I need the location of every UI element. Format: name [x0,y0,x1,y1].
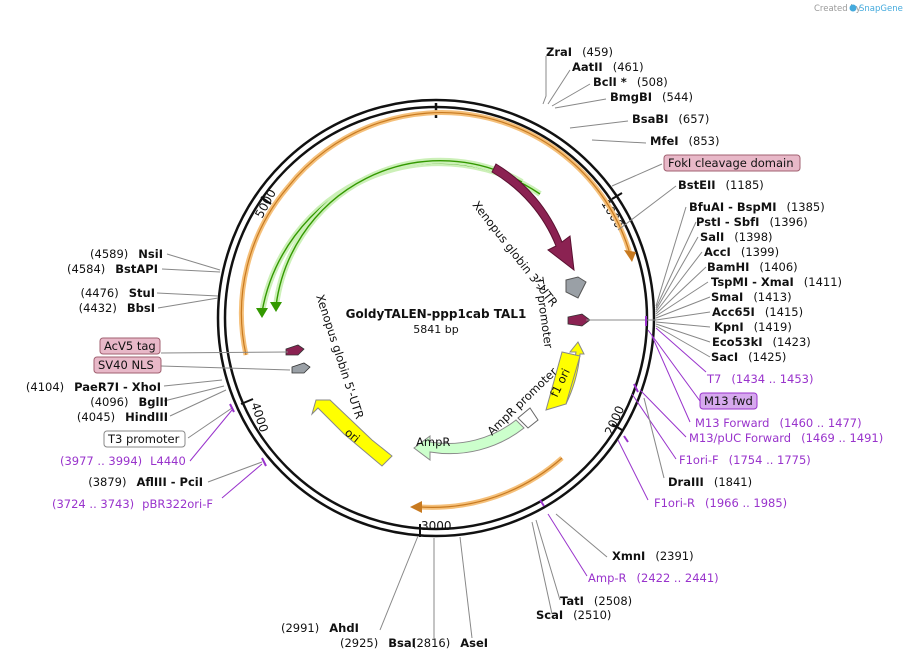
sv40-nls-feature [291,362,311,374]
tick-2000 [611,423,623,431]
sites-right: ZraI(459)AatII(461)BclI *(508)BmgBI(544)… [281,45,842,650]
cds-arc-top-line [287,111,631,255]
leader-lines-left [156,253,291,483]
site-label-left: (4104)PaeR7I - XhoI [26,380,161,394]
primer-pbr322ori-f: (3724 .. 3743)pBR322ori-F [52,497,213,511]
site-label-right: ScaI(2510) [536,608,611,622]
leader-lines-mcs [586,206,711,358]
sites-left: (4589)NsiI(4584)BstAPI (4476)StuI(4432)Bb… [26,247,203,489]
site-label-right: SalI(1398) [700,230,773,244]
t7-promoter-label: T7 promoter [532,275,556,349]
sv40-label: SV40 NLS [98,358,154,372]
backbone-outer [216,98,656,538]
primer-l4440: (3977 .. 3994)L4440 [60,454,186,468]
green-arc-inner-halo [273,157,524,307]
plasmid-name: GoldyTALEN-ppp1cab TAL1 [346,307,527,321]
xenopus-3utr-feature [491,163,575,272]
site-label-left: (4096)BglII [90,395,168,409]
site-label-right: AccI(1399) [704,245,779,259]
site-label-right: SacI(1425) [711,350,786,364]
primer-f1ori-r: F1ori-R(1966 .. 1985) [654,496,787,510]
tick-label-2000: 2000 [602,404,627,438]
tick-4000 [240,398,254,405]
credit-brand: SnapGene [859,4,903,14]
t3-label: T3 promoter [107,432,180,446]
ampr-promoter-feature [517,407,539,429]
site-label-right: AatII(461) [572,60,644,74]
m13fwd-label: M13 fwd [704,394,753,408]
snapgene-logo-icon [849,4,857,12]
site-label-left: (4584)BstAPI [67,262,158,276]
acv5-tag-feature [285,344,305,356]
f1-ori-feature [545,351,581,411]
site-label-right: PstI - SbfI(1396) [696,215,808,229]
leader-lines-primers-left [189,409,263,499]
leader-lines-primers-right [547,327,707,577]
site-label-left: (4432)BbsI [79,301,155,315]
site-label-right: BmgBI(544) [610,90,693,104]
cds-arc-bottom-arrow-icon [410,501,422,513]
site-label-right: DraIII(1841) [668,475,752,489]
tick-label-3000: 3000 [421,519,452,533]
site-label-right: ZraI(459) [546,45,613,59]
leader-lines-top [542,56,677,231]
site-label-right: Acc65I(1415) [712,305,803,319]
t7-promoter-feature [565,276,587,299]
site-label-right: BfuAI - BspMI(1385) [689,200,825,214]
green-arc-inner-arrow-icon [270,302,282,312]
site-label-left: (4045)HindIII [77,410,168,424]
ori-feature [310,399,393,467]
site-label-right: KpnI(1419) [714,320,792,334]
primer-ticks [229,316,647,507]
site-label-left: (4589)NsiI [90,247,163,261]
acv5-label: AcV5 tag [104,339,156,353]
site-label-right: (2991)AhdI [281,621,359,635]
foki-box [663,154,801,172]
site-label-right: (2925)BsaI [340,636,416,650]
site-label-left: (3879)AflIII - PciI [88,475,203,489]
site-label-right: BstEII(1185) [678,178,764,192]
green-arc-inner [275,160,523,307]
site-label-right: XmnI(2391) [612,549,694,563]
acv5-box [99,337,161,355]
ampr-label: AmpR [416,435,450,449]
site-label-left: (4476)StuI [81,286,156,300]
primer-amp-r: Amp-R(2422 .. 2441) [588,571,719,585]
site-label-right: Eco53kI(1423) [712,335,811,349]
site-label-right: BclI *(508) [593,75,668,89]
green-arc-outer-arrow-icon [256,308,268,318]
tick-1000 [611,192,623,200]
site-label-right: BamHI(1406) [707,260,798,274]
primer-m13-puc: M13/pUC Forward(1469 .. 1491) [689,431,883,445]
ampr-feature [413,419,525,461]
mcs-feature [567,313,591,327]
credit-text: Created by [814,4,861,14]
cds-arc-bottom-line [419,457,563,508]
cds-arc-top-arrow-icon [624,250,636,262]
leader-lines-bottom [379,397,665,639]
site-label-right: SmaI(1413) [711,290,792,304]
m13fwd-box [699,392,758,410]
cds-arc-top [285,110,633,257]
t3-box [103,430,186,448]
tick-label-4000: 4000 [248,401,271,434]
primer-f1ori-f: F1ori-F(1754 .. 1775) [679,453,811,467]
primer-t7: T7(1434 .. 1453) [706,372,813,386]
site-label-right: (2816)AseI [412,636,488,650]
site-label-right: TspMI - XmaI(1411) [711,275,842,289]
site-label-right: TatI(2508) [560,594,632,608]
sv40-box [93,356,162,374]
primer-m13-forward: M13 Forward(1460 .. 1477) [695,416,862,430]
site-label-right: MfeI(853) [650,134,719,148]
foki-label: FokI cleavage domain [668,156,794,170]
tick-5000 [260,196,272,205]
plasmid-length: 5841 bp [413,323,458,336]
site-label-right: BsaBI(657) [632,112,709,126]
cds-arc-left-line [240,186,289,356]
